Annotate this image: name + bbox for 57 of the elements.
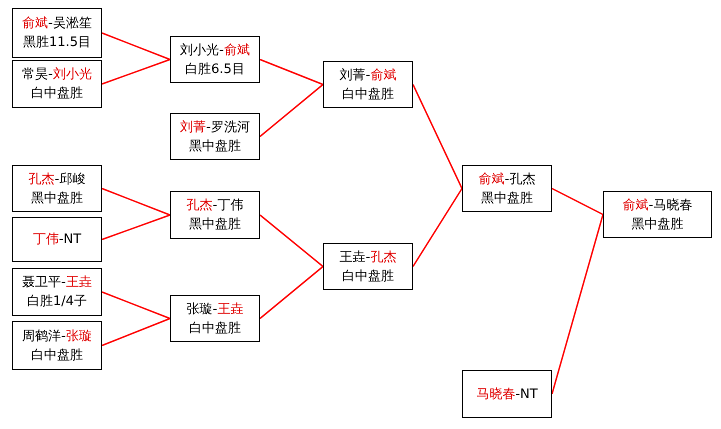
player-names: 聂卫平-王垚 [22, 274, 92, 292]
game-result: 白胜6.5目 [185, 60, 245, 78]
bracket-line [260, 214, 324, 268]
player-names: 刘菁-俞斌 [340, 66, 396, 84]
game-result: 黑中盘胜 [31, 190, 83, 208]
bracket-line [102, 291, 170, 320]
bracket-line [260, 84, 324, 138]
match-box [170, 36, 260, 83]
player-names: 张璇-王垚 [186, 300, 244, 318]
player-names: 俞斌-孔杰 [478, 170, 536, 188]
bracket-line [102, 318, 170, 346]
match-box [323, 243, 413, 290]
game-result: 白胜1/4子 [27, 293, 87, 311]
match-box [170, 295, 260, 342]
match-box [12, 60, 102, 108]
player-names: 俞斌-马晓春 [622, 196, 692, 214]
bracket-line [102, 58, 170, 85]
match-box [323, 61, 413, 108]
game-result: 白中盘胜 [342, 268, 394, 286]
player-names: 周鹤洋-张璇 [22, 328, 92, 346]
bracket-line [412, 188, 463, 267]
game-result: 白中盘胜 [189, 320, 241, 338]
match-box [12, 217, 102, 262]
game-result: 黑中盘胜 [189, 138, 241, 156]
bracket-line [412, 84, 463, 189]
bracket-line [552, 188, 604, 216]
bracket-line [102, 188, 170, 216]
player-names: 孔杰-邱峻 [28, 170, 86, 188]
game-result: 黑中盘胜 [481, 190, 533, 208]
player-names: 王垚-孔杰 [340, 248, 396, 266]
match-box [12, 8, 102, 58]
player-names: 刘菁-罗洗河 [180, 118, 250, 136]
game-result: 黑胜11.5目 [23, 34, 91, 52]
match-box [12, 268, 102, 316]
match-box [12, 321, 102, 370]
player-names: 常昊-刘小光 [22, 66, 92, 84]
match-box [12, 165, 102, 212]
match-box [462, 165, 552, 212]
bracket-line [102, 214, 170, 240]
bracket-line [260, 58, 324, 86]
match-box [170, 191, 260, 239]
game-result: 黑中盘胜 [632, 216, 684, 234]
game-result: 白中盘胜 [31, 85, 83, 103]
player-names: 马晓春-NT [476, 386, 538, 404]
bracket-line [551, 214, 604, 394]
game-result: 黑中盘胜 [189, 216, 241, 234]
match-box [462, 370, 552, 418]
match-box [170, 113, 260, 160]
game-result: 白中盘胜 [342, 86, 394, 104]
player-names: 孔杰-丁伟 [186, 197, 244, 215]
bracket-line [260, 266, 324, 320]
game-result: 白中盘胜 [31, 346, 83, 364]
bracket-line [102, 32, 170, 60]
player-names: 俞斌-吴淞笙 [22, 15, 92, 33]
player-names: 丁伟-NT [32, 231, 82, 249]
player-names: 刘小光-俞斌 [180, 42, 250, 60]
match-box [603, 191, 712, 238]
